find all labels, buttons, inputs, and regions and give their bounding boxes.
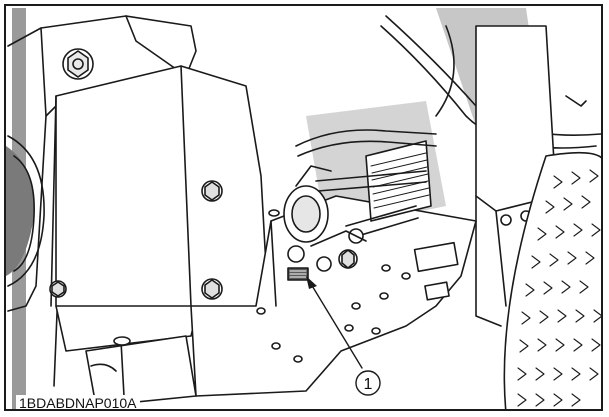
oil-cooler: [365, 140, 432, 222]
plate-bolt-1: [201, 180, 223, 202]
illustration-frame: 1 1BDABDNAP010A: [4, 4, 603, 411]
front-shield-plate: [49, 65, 267, 352]
bolt-top-left: [62, 48, 94, 80]
bottom-bracket: [85, 335, 197, 407]
callout-number: 1: [364, 376, 373, 393]
callout-1: 1: [306, 276, 381, 396]
filter-bowl: [283, 165, 332, 243]
figure-code-label: 1BDABDNAP010A: [16, 395, 140, 409]
drain-plug: [287, 228, 367, 281]
lower-bracket-plate: [190, 195, 477, 397]
technical-illustration: 1: [6, 8, 601, 409]
right-housing: [475, 25, 587, 327]
callout-circle: [355, 370, 381, 396]
plate-bolt-2: [201, 278, 223, 300]
tire: [503, 151, 601, 409]
plate-bolt-3: [49, 280, 67, 298]
